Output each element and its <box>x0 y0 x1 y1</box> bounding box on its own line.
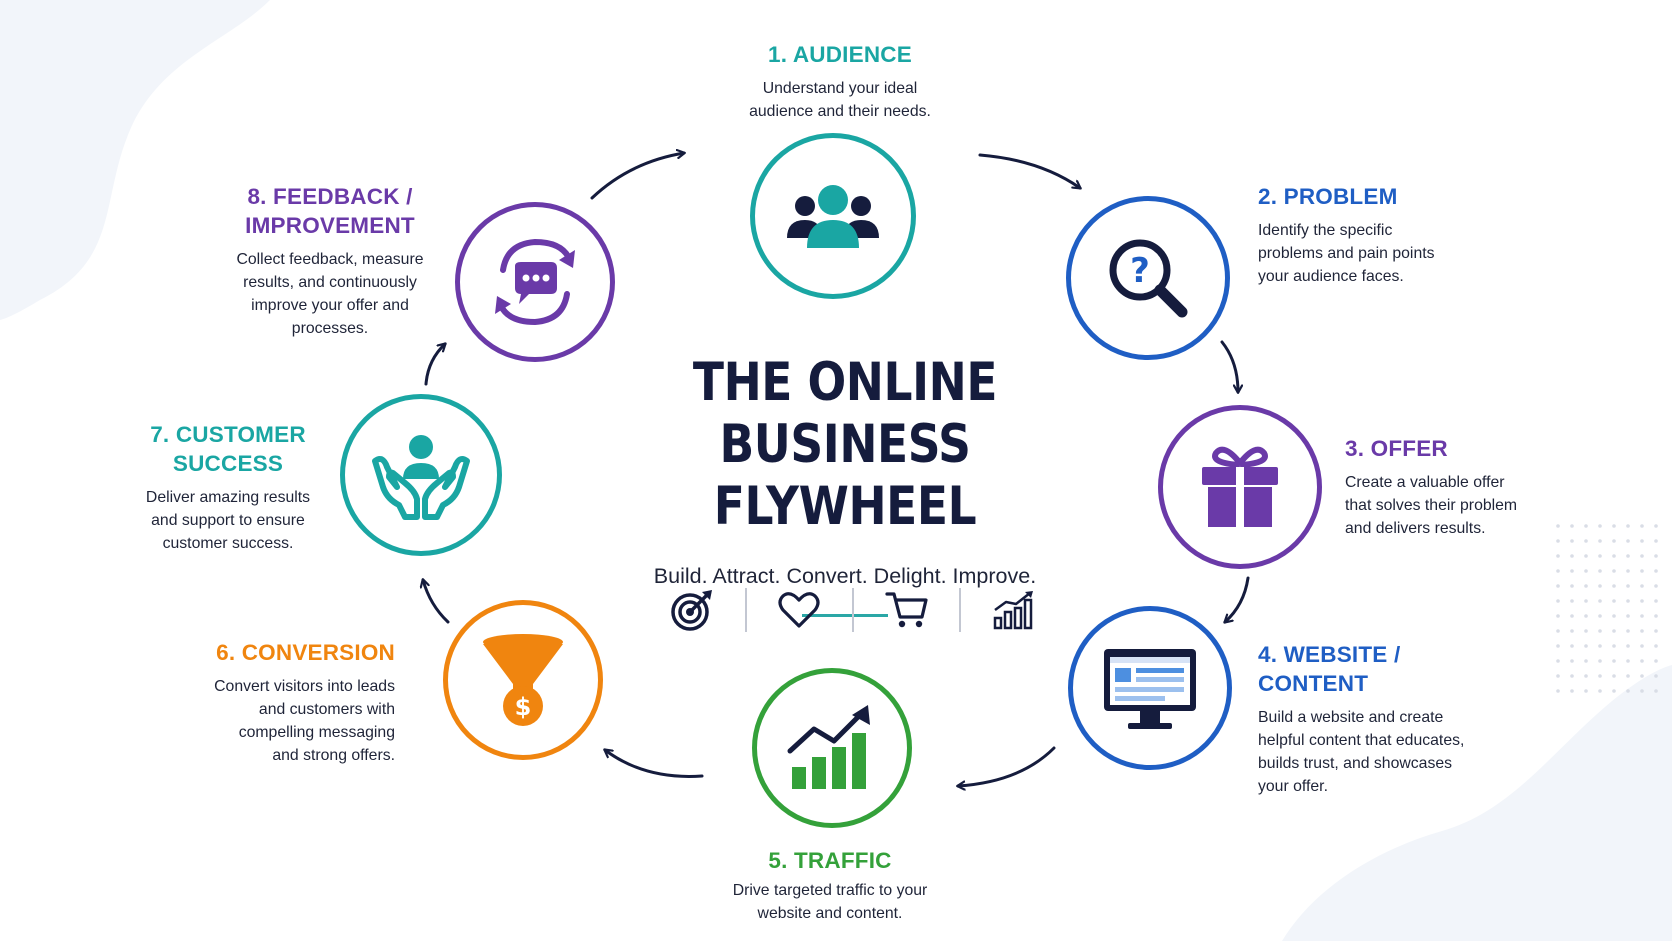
problem-ring: ? <box>1066 196 1230 360</box>
step-problem: 2. PROBLEM Identify the specific problem… <box>1258 182 1518 288</box>
people-icon <box>787 185 879 248</box>
icon-separator <box>851 588 854 632</box>
step-audience: 1. AUDIENCE Understand your ideal audien… <box>690 40 990 123</box>
step-title: 2. PROBLEM <box>1258 184 1398 209</box>
offer-ring <box>1158 405 1322 569</box>
hands-person-icon <box>372 435 470 520</box>
arrow-offer-to-website <box>1225 576 1250 622</box>
gift-icon <box>1202 446 1278 527</box>
audience-ring <box>750 133 916 299</box>
step-feedback-improvement: 8. FEEDBACK / IMPROVEMENT Collect feedba… <box>210 182 450 340</box>
step-description: Build a website and create helpful conte… <box>1258 709 1465 795</box>
step-customer-success: 7. CUSTOMER SUCCESS Deliver amazing resu… <box>128 420 328 555</box>
step-description: Understand your ideal audience and their… <box>749 80 931 120</box>
feedback-ring <box>455 202 615 362</box>
icon-separator <box>744 588 747 632</box>
bar-chart-icon <box>990 586 1038 634</box>
step-title: 6. CONVERSION <box>216 640 395 665</box>
step-description: Deliver amazing results and support to e… <box>145 489 311 552</box>
step-title: 7. CUSTOMER SUCCESS <box>150 422 306 476</box>
monitor-icon <box>1104 649 1196 729</box>
step-description: Convert visitors into leads and customer… <box>214 678 395 764</box>
step-title: 1. AUDIENCE <box>768 42 912 67</box>
main-title: THE ONLINE BUSINESS FLYWHEEL <box>692 352 998 537</box>
arrow-feedback-to-audience <box>590 153 684 200</box>
growth-chart-icon <box>787 705 870 789</box>
center-icon-row <box>668 582 1038 638</box>
step-title: 4. WEBSITE / CONTENT <box>1258 642 1401 696</box>
target-icon <box>668 586 716 634</box>
traffic-ring <box>752 668 912 828</box>
arrow-audience-to-problem <box>978 153 1080 188</box>
title-divider <box>802 614 888 617</box>
step-traffic: 5. TRAFFIC Drive targeted traffic to you… <box>680 846 980 925</box>
arrow-traffic-to-conversion <box>605 750 704 778</box>
icon-separator <box>959 588 962 632</box>
center-title-block: THE ONLINE BUSINESS FLYWHEEL Build. Attr… <box>560 352 1130 617</box>
magnifier-question-icon: ? <box>1109 239 1188 318</box>
step-conversion: 6. CONVERSION Convert visitors into lead… <box>160 638 395 767</box>
step-description: Drive targeted traffic to your website a… <box>732 882 928 922</box>
step-website-content: 4. WEBSITE / CONTENT Build a website and… <box>1258 640 1538 798</box>
subtitle: Build. Attract. Convert. Delight. Improv… <box>653 564 1037 588</box>
website-ring <box>1068 606 1232 770</box>
step-offer: 3. OFFER Create a valuable offer that so… <box>1345 434 1585 540</box>
step-title: 8. FEEDBACK / IMPROVEMENT <box>245 184 415 238</box>
chat-cycle-icon <box>495 238 575 326</box>
step-description: Create a valuable offer that solves thei… <box>1345 474 1518 537</box>
funnel-dollar-icon: $ <box>483 634 563 726</box>
step-title: 3. OFFER <box>1345 436 1448 461</box>
arrow-problem-to-offer <box>1220 340 1238 392</box>
cart-icon <box>883 586 931 634</box>
step-description: Identify the specific problems and pain … <box>1258 222 1435 285</box>
svg-text:?: ? <box>1130 251 1150 291</box>
arrow-customer-success-to-feedback <box>424 344 445 386</box>
svg-text:$: $ <box>515 693 532 721</box>
conversion-ring: $ <box>443 600 603 760</box>
arrow-website-to-traffic <box>958 746 1056 786</box>
step-title: 5. TRAFFIC <box>768 848 892 873</box>
arrow-conversion-to-customer-success <box>423 580 450 624</box>
heart-icon <box>775 586 823 634</box>
step-description: Collect feedback, measure results, and c… <box>236 251 424 337</box>
customer-success-ring <box>340 394 502 556</box>
